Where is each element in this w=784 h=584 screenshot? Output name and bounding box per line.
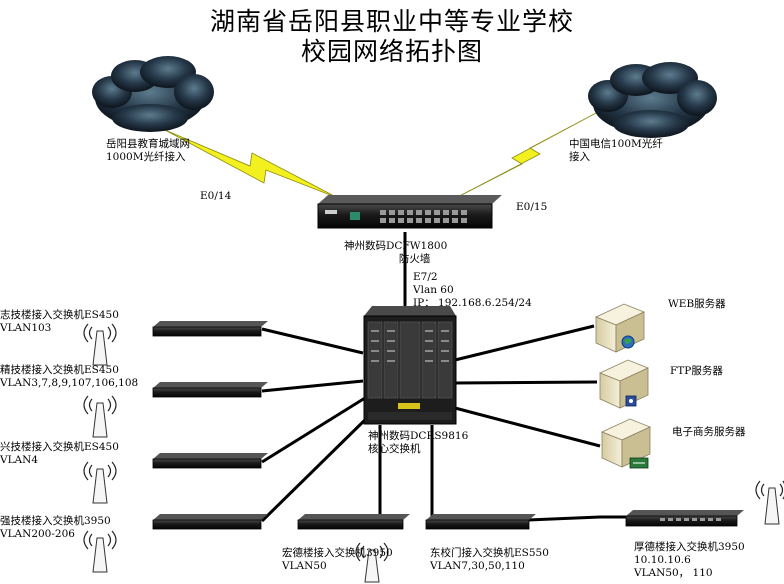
switch-name: 宏德楼接入交换机3950 [282,547,393,559]
switch-vlan: VLAN50 [282,560,327,572]
switch-label-houde: 厚德楼接入交换机3950 10.10.10.6 VLAN50， 110 [634,541,745,580]
switch-name: 厚德楼接入交换机3950 [634,541,745,553]
cloud-icon [588,62,717,138]
switch-vlan: VLAN7,30,50,110 [430,560,525,572]
wan-right-label: 中国电信100M光纤 接入 [569,138,663,164]
link-qiangji [260,413,372,523]
lightning-icon [164,129,339,199]
switch-ip: 10.10.10.6 [634,554,691,566]
wireless-ap-icon [83,323,117,343]
uplink-port: E7/2 [413,271,438,283]
core-switch-icon [363,306,457,425]
wireless-ap-body [764,487,780,525]
wireless-ap-body [92,330,108,366]
wan-left-label: 岳阳县教育城域网 1000M光纤接入 [106,138,190,164]
wireless-ap-icon [83,395,117,415]
diagram-title-line1: 湖南省岳阳县职业中等专业学校 [209,7,574,36]
wireless-ap-icon [83,461,117,481]
switch-label-qiangji: 强技楼接入交换机3950 VLAN200-206 [0,515,111,541]
server-label-web: WEB服务器 [668,298,726,310]
wireless-ap-body [364,549,380,583]
switch-label-xingji: 兴技楼接入交换机ES450 VLAN4 [0,441,119,467]
access-switch-icon [152,321,268,337]
switch-label-zhiji: 志技楼接入交换机ES450 VLAN103 [0,309,119,335]
firewall-label: 神州数码DCFW1800 防火墙 [344,240,447,266]
switch-vlan: VLAN50， 110 [634,567,713,579]
link-ftp-server [454,380,598,385]
wireless-ap-body [92,402,108,438]
server-label-ecommerce: 电子商务服务器 [672,426,746,438]
access-switch-icon [297,514,410,530]
switch-vlan: VLAN3,7,8,9,107,106,108 [0,377,139,389]
port-right-label: E0/15 [516,201,548,213]
wan-left-line2: 1000M光纤接入 [106,151,186,163]
link-web-server [454,324,595,362]
access-switch-icon [152,453,268,469]
access-switch-icon [625,510,744,527]
wan-left-line1: 岳阳县教育城域网 [106,138,190,150]
switch-name: 兴技楼接入交换机ES450 [0,441,119,453]
server-icon [594,303,646,353]
wireless-ap-icon [355,542,389,562]
link-zhiji [261,327,364,355]
wireless-ap-body [92,537,108,573]
server-label-ftp: FTP服务器 [670,365,723,377]
firewall-model: 神州数码DCFW1800 [344,240,448,252]
server-icon [600,418,652,469]
link-ecommerce-server [454,406,601,448]
switch-vlan: VLAN103 [0,322,52,334]
access-switch-icon [152,382,268,398]
uplink-label: E7/2 Vlan 60 IP： 192.168.6.254/24 [413,271,532,310]
cloud-icon [92,56,214,132]
switch-vlan: VLAN4 [0,454,39,466]
wan-right-line1: 中国电信100M光纤 [569,138,663,150]
switch-label-dongxiaomen: 东校门接入交换机ES550 VLAN7,30,50,110 [430,547,549,573]
core-switch-label: 神州数码DCRS9816 核心交换机 [368,430,468,456]
switch-name: 强技楼接入交换机3950 [0,515,111,527]
switch-name: 精技楼接入交换机ES450 [0,364,119,376]
switch-label-jingji: 精技楼接入交换机ES450 VLAN3,7,8,9,107,106,108 [0,364,138,390]
access-switch-icon [425,514,536,530]
access-switch-icon [152,514,268,530]
diagram-title-line2: 校园网络拓扑图 [300,37,483,66]
core-switch-type: 核心交换机 [368,443,421,455]
firewall-icon [317,195,502,229]
uplink-ip: IP： 192.168.6.254/24 [413,297,532,309]
link-jingji [261,379,364,393]
links [260,232,626,523]
wireless-ap-body [92,468,108,504]
link-xingji [261,396,366,464]
wireless-ap-icon [83,530,117,550]
switch-name: 东校门接入交换机ES550 [430,547,549,559]
uplink-vlan: Vlan 60 [413,284,454,296]
port-left-label: E0/14 [200,190,232,202]
switch-vlan: VLAN200-206 [0,528,75,540]
switch-name: 志技楼接入交换机ES450 [0,309,119,321]
server-icon [598,359,650,409]
firewall-type: 防火墙 [398,253,431,265]
core-switch-model: 神州数码DCRS9816 [368,430,469,442]
wan-right-line2: 接入 [569,151,590,163]
link-houde [527,515,626,522]
switch-label-hongde: 宏德楼接入交换机3950 VLAN50 [282,547,393,573]
